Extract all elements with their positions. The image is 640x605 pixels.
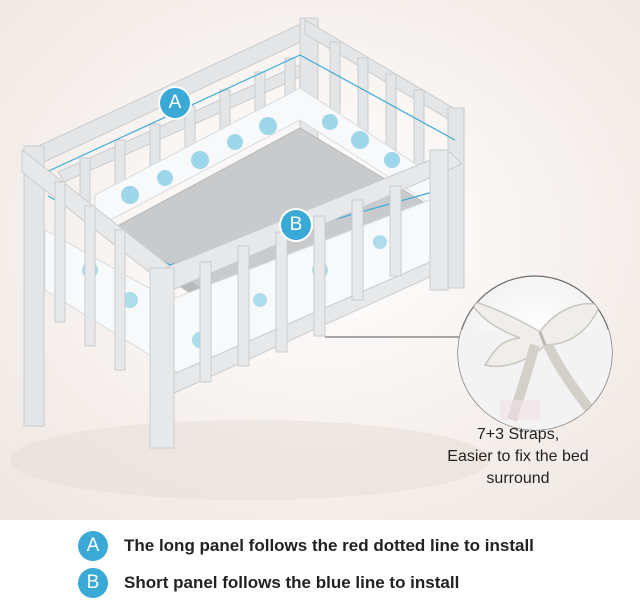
legend-item-a: A The long panel follows the red dotted … [78, 530, 534, 562]
callout-line-1: 7+3 Straps, [476, 426, 560, 443]
legend-marker-a: A [78, 531, 108, 561]
callout-line-3: surround [486, 470, 550, 487]
callout-line-2: Easier to fix the bed [447, 448, 589, 465]
crib-illustration [0, 0, 640, 520]
legend-text-a: The long panel follows the red dotted li… [124, 536, 534, 555]
strap-callout-text: 7+3 Straps, Easier to fix the bed surrou… [430, 424, 606, 490]
marker-a-badge: A [160, 88, 190, 118]
legend-marker-b: B [78, 568, 108, 598]
legend-item-b: B Short panel follows the blue line to i… [78, 567, 459, 599]
marker-b-badge: B [281, 210, 311, 240]
legend-text-b: Short panel follows the blue line to ins… [124, 573, 460, 592]
